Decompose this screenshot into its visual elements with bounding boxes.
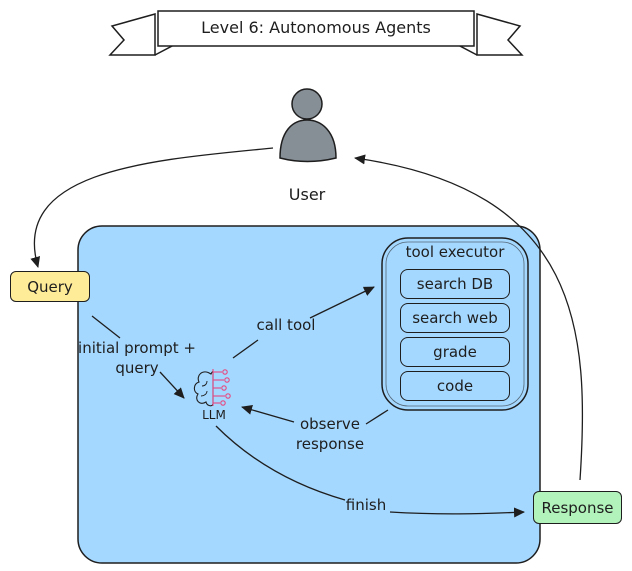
- tool-code[interactable]: code: [400, 371, 510, 401]
- user-icon: [279, 88, 337, 163]
- tool-grade[interactable]: grade: [400, 337, 510, 367]
- llm-brain-icon: [193, 369, 231, 407]
- query-node[interactable]: Query: [10, 271, 90, 302]
- llm-to-tools-arrow: [232, 287, 374, 359]
- edge-label-initial-prompt: initial prompt + query: [72, 338, 202, 378]
- user-to-query-arrow: [30, 147, 274, 268]
- banner-title: Level 6: Autonomous Agents: [201, 18, 431, 37]
- tool-search-web[interactable]: search web: [400, 303, 510, 333]
- edge-label-observe-line1: observe: [299, 415, 360, 433]
- tool-search-db[interactable]: search DB: [400, 269, 510, 299]
- query-to-llm-arrow: [91, 315, 184, 398]
- tools-to-llm-arrow: [242, 407, 389, 425]
- llm-to-response-arrow: [215, 425, 524, 514]
- edge-label-call-tool: call tool: [256, 316, 316, 334]
- edge-label-observe-response: observe response: [290, 414, 370, 454]
- edge-label-observe-line2: response: [295, 435, 365, 453]
- edge-label-initial-prompt-line2: query: [115, 359, 159, 377]
- user-label: User: [288, 185, 326, 204]
- edge-label-initial-prompt-line1: initial prompt +: [78, 339, 196, 357]
- tool-executor-title: tool executor: [405, 243, 505, 261]
- banner-ribbon: [108, 10, 524, 56]
- llm-label: LLM: [202, 408, 226, 422]
- edge-label-finish: finish: [345, 496, 387, 514]
- response-to-user-arrow: [354, 154, 584, 481]
- response-node[interactable]: Response: [533, 491, 622, 524]
